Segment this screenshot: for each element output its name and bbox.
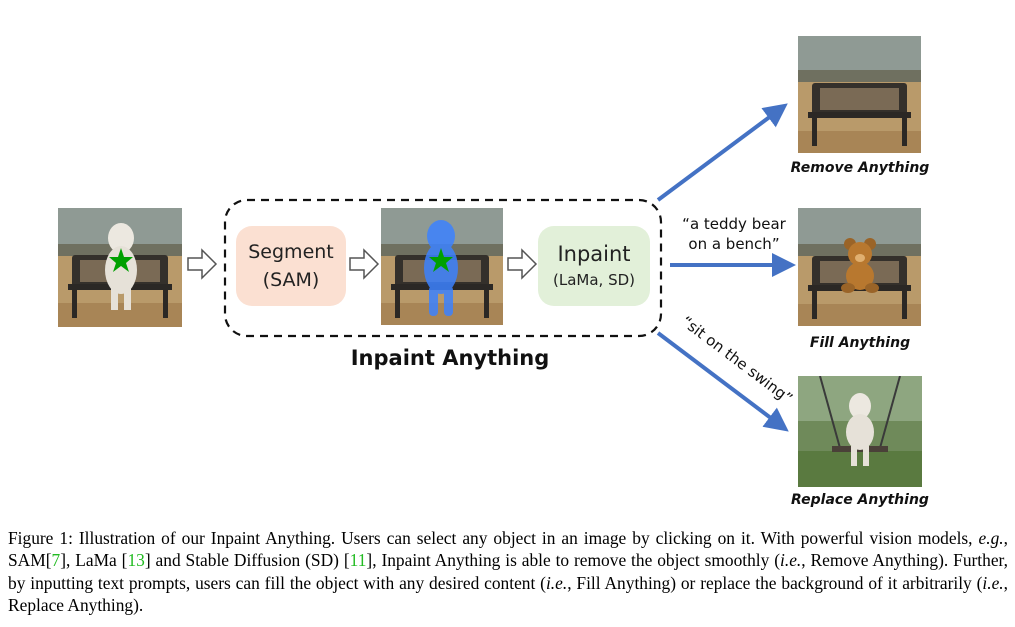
segment-label: Segment — [248, 241, 334, 263]
caption-ie: i.e. — [780, 550, 802, 571]
citation-link[interactable]: 11 — [349, 550, 367, 571]
replace-anything-label: Replace Anything — [791, 492, 929, 508]
hollow-arrow-1 — [187, 248, 218, 280]
lama-sd-label: (LaMa, SD) — [553, 271, 635, 289]
hollow-arrow-2 — [349, 248, 380, 280]
caption-eg: e.g. — [978, 528, 1004, 548]
citation-link[interactable]: 7 — [51, 550, 61, 571]
fill-prompt-line2: on a bench” — [688, 235, 780, 253]
arrow-to-remove — [656, 103, 788, 202]
fill-prompt-line1: “a teddy bear — [682, 215, 786, 233]
module-title: Inpaint Anything — [350, 346, 550, 370]
inpaint-lama-sd-box: Inpaint (LaMa, SD) — [538, 226, 650, 306]
caption-text: , Fill Anything) or replace the backgrou… — [567, 572, 983, 593]
replace-result-photo — [798, 376, 922, 487]
figure-connectors — [187, 103, 796, 432]
caption-text: ], Inpaint Anything is able to remove th… — [366, 550, 781, 571]
inpaint-anything-figure: Segment (SAM) Inpaint (LaMa, SD) — [58, 36, 930, 508]
segmentation-mask — [424, 220, 458, 316]
module-dashed-border — [223, 198, 663, 338]
caption-text: , Remove Anything). Further, by inputtin… — [8, 550, 1008, 593]
caption-ie: i.e. — [545, 572, 568, 593]
caption-text: , SAM[ — [8, 528, 1008, 571]
citation-link[interactable]: 13 — [127, 550, 145, 571]
fill-result-photo — [798, 208, 921, 326]
caption-text: ], LaMa [ — [60, 550, 128, 571]
remove-anything-label: Remove Anything — [790, 160, 930, 176]
sam-label: (SAM) — [262, 269, 320, 291]
caption-text: , Replace Anything). — [8, 572, 1008, 616]
fill-anything-label: Fill Anything — [809, 335, 911, 351]
caption-ie: i.e. — [982, 572, 1004, 593]
segment-sam-box: Segment (SAM) — [236, 226, 346, 306]
click-star-icon — [429, 248, 453, 272]
teddy-bear-icon — [841, 238, 879, 293]
hollow-arrow-3 — [507, 248, 538, 280]
click-star-icon — [109, 248, 133, 272]
fill-prompt: “a teddy bear on a bench” — [672, 214, 796, 254]
remove-result-photo — [798, 36, 921, 153]
caption-text: ] and Stable Diffusion (SD) [ — [144, 550, 350, 571]
arrow-to-replace — [656, 331, 789, 432]
caption-text: Figure 1: Illustration of our Inpaint An… — [8, 528, 979, 548]
inpaint-label: Inpaint — [557, 242, 631, 266]
masked-photo — [381, 208, 503, 325]
figure-caption: Figure 1: Illustration of our Inpaint An… — [8, 527, 1008, 617]
input-photo — [58, 208, 182, 327]
